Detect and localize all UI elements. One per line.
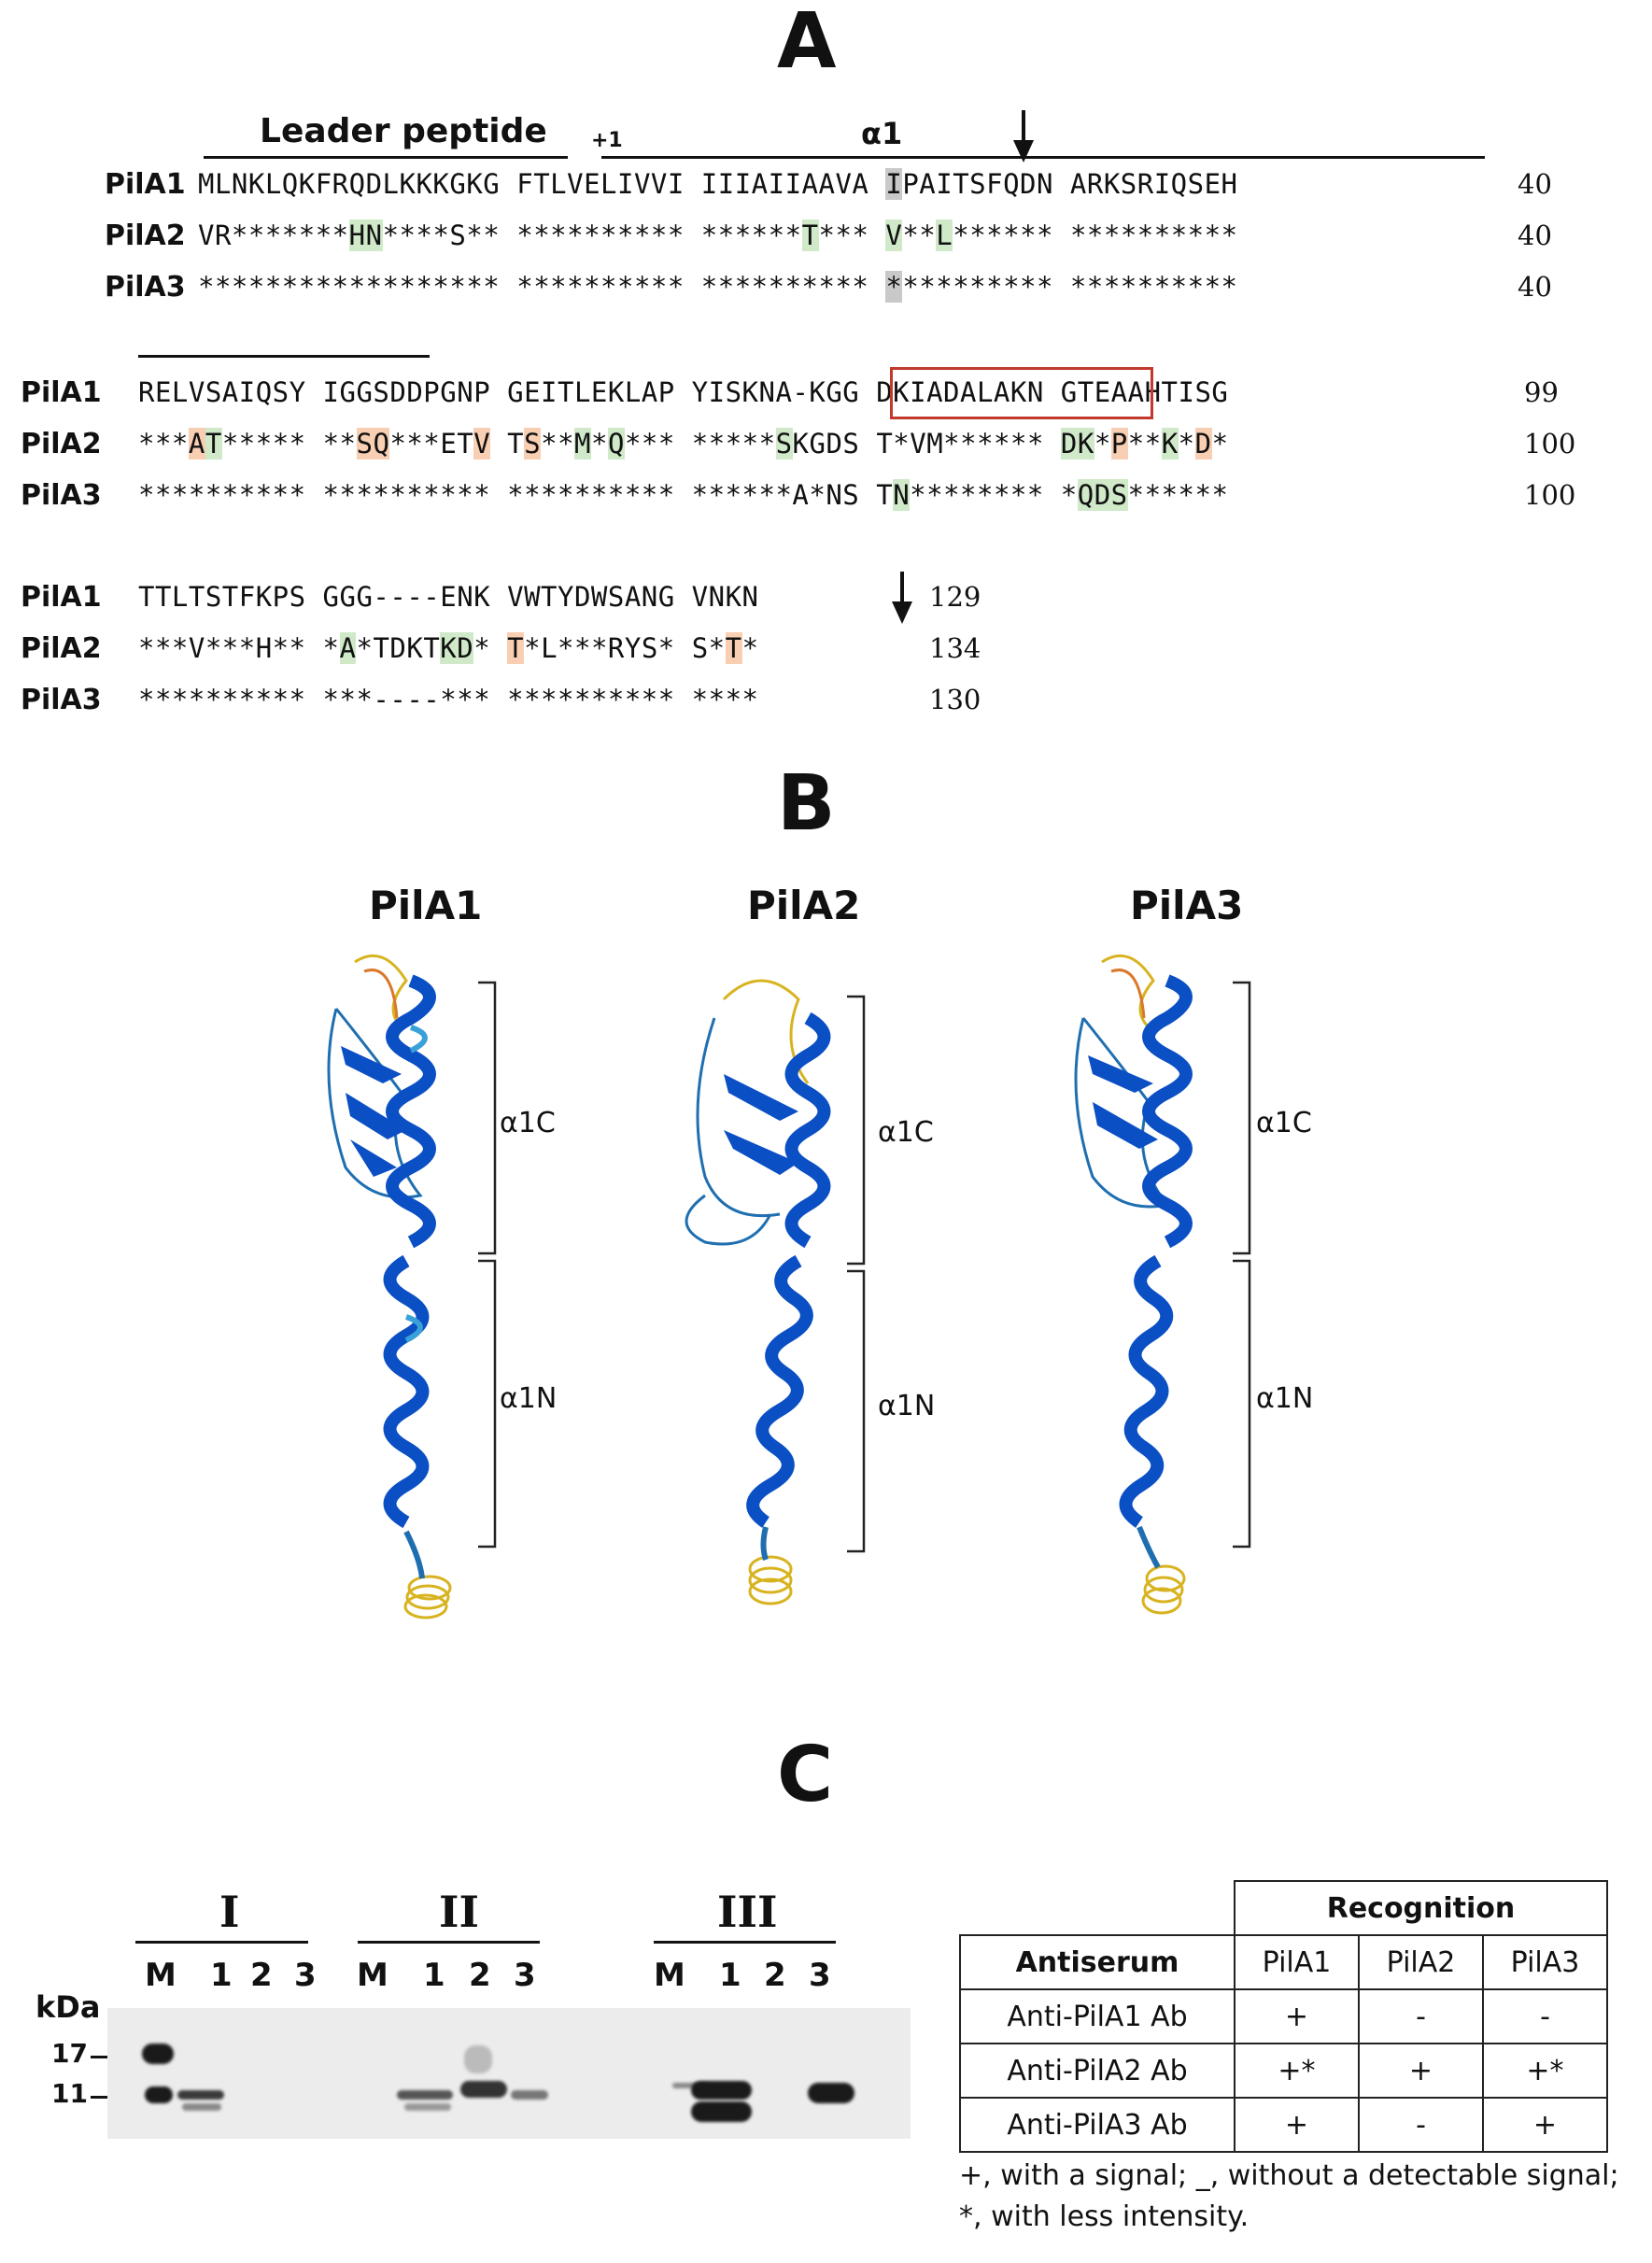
lane-label: 1	[719, 1957, 741, 1994]
alpha1c-label: α1C	[500, 1107, 556, 1139]
variable-loop-box	[890, 367, 1153, 419]
seq-label: PilA3	[21, 684, 102, 716]
alpha1n-label: α1N	[878, 1390, 936, 1422]
pila3-structure-image	[1074, 954, 1193, 1615]
seq-label: PilA1	[105, 168, 186, 201]
legend-line: +, with a signal; _, without a detectabl…	[959, 2159, 1619, 2192]
seq-label: PilA3	[105, 271, 186, 304]
lane-label: 3	[809, 1957, 831, 1994]
alpha1n-label: α1N	[500, 1382, 558, 1415]
seq-number: 40	[1518, 168, 1552, 200]
seq-number: 130	[929, 684, 981, 715]
antiserum-name: Anti-PilA2 Ab	[959, 2043, 1235, 2099]
sequence-row: VR*******HN****S** ********** ******T***…	[198, 219, 1238, 251]
seq-number: 100	[1524, 479, 1576, 511]
table-cell: -	[1358, 1988, 1484, 2044]
recognition-table: Recognition Antiserum PilA1 PilA2 PilA3 …	[959, 1880, 1608, 2153]
marker-label: 11	[51, 2078, 88, 2109]
table-row: Anti-PilA3 Ab + - +	[959, 2097, 1608, 2153]
panel-a-letter: A	[777, 0, 837, 86]
cleavage-arrow-icon	[892, 572, 912, 624]
western-blot-membrane	[107, 2008, 911, 2139]
leader-peptide-label: Leader peptide	[260, 112, 547, 150]
seq-label: PilA2	[21, 632, 102, 665]
group-rule	[654, 1941, 836, 1944]
seq-label: PilA1	[21, 376, 102, 409]
table-row: Anti-PilA2 Ab +* + +*	[959, 2043, 1608, 2099]
pila1-structure-image	[327, 954, 452, 1619]
lane-label: 3	[514, 1957, 536, 1994]
leader-peptide-rule	[204, 156, 568, 159]
lane-label: M	[654, 1957, 685, 1994]
group-rule	[358, 1941, 540, 1944]
antiserum-header: Antiserum	[959, 1934, 1235, 1990]
sequence-row: ********** ***----*** ********** ****	[138, 684, 759, 715]
antiserum-name: Anti-PilA3 Ab	[959, 2097, 1235, 2153]
alpha1-rule	[601, 156, 1485, 159]
blot-group-label: III	[717, 1887, 778, 1937]
pila2-structure-image	[685, 979, 831, 1605]
table-cell: +	[1482, 2097, 1608, 2153]
table-cell: +	[1234, 2097, 1360, 2153]
recognition-header: Recognition	[1234, 1880, 1608, 1936]
sequence-row: ********** ********** ********** ******A…	[138, 479, 1229, 511]
sequence-row: MLNKLQKFRQDLKKKGKG FTLVELIVVI IIIAIIAAVA…	[198, 168, 1238, 200]
seq-number: 99	[1524, 376, 1559, 408]
helix-continuation-rule	[138, 355, 430, 358]
sequence-row: TTLTSTFKPS GGG----ENK VWTYDWSANG VNKN	[138, 581, 759, 613]
seq-label: PilA3	[21, 479, 102, 512]
lane-label: 2	[250, 1957, 273, 1994]
cleavage-arrow-icon	[1013, 110, 1034, 163]
sequence-row: RELVSAIQSY IGGSDDPGNP GEITLEKLAP YISKNA-…	[138, 376, 1229, 408]
alpha1n-label: α1N	[1256, 1382, 1314, 1415]
col-header: PilA2	[1358, 1934, 1484, 1990]
panel-b-letter: B	[777, 759, 836, 848]
col-header: PilA3	[1482, 1934, 1608, 1990]
marker-label: 17	[51, 2038, 88, 2069]
panel-c-letter: C	[777, 1731, 834, 1819]
blot-group-label: II	[439, 1887, 480, 1937]
structure-title: PilA2	[747, 883, 861, 928]
lane-label: M	[145, 1957, 176, 1994]
alpha1-label: α1	[861, 116, 903, 151]
lane-label: 1	[210, 1957, 233, 1994]
kda-label: kDa	[35, 1989, 101, 2025]
structure-title: PilA1	[369, 883, 483, 928]
lane-label: 2	[469, 1957, 491, 1994]
region-bracket	[1233, 981, 1251, 1549]
region-bracket	[847, 995, 866, 1553]
table-cell: +*	[1482, 2043, 1608, 2099]
plus1-label: +1	[591, 129, 623, 152]
blot-group-label: I	[219, 1887, 240, 1937]
seq-label: PilA1	[21, 581, 102, 614]
seq-number: 40	[1518, 219, 1552, 251]
sequence-row: ****************** ********** **********…	[198, 271, 1238, 303]
seq-number: 134	[929, 632, 981, 664]
alpha1c-label: α1C	[1256, 1107, 1312, 1139]
seq-number: 100	[1524, 428, 1576, 460]
group-rule	[135, 1941, 308, 1944]
seq-label: PilA2	[105, 219, 186, 252]
seq-label: PilA2	[21, 428, 102, 460]
table-cell: -	[1482, 1988, 1608, 2044]
table-cell: +*	[1234, 2043, 1360, 2099]
table-row: Anti-PilA1 Ab + - -	[959, 1988, 1608, 2044]
table-cell: +	[1358, 2043, 1484, 2099]
table-cell: +	[1234, 1988, 1360, 2044]
lane-label: M	[357, 1957, 388, 1994]
antiserum-name: Anti-PilA1 Ab	[959, 1988, 1235, 2044]
lane-label: 3	[294, 1957, 317, 1994]
region-bracket	[478, 981, 497, 1549]
seq-number: 40	[1518, 271, 1552, 303]
lane-label: 1	[423, 1957, 445, 1994]
seq-number: 129	[929, 581, 981, 613]
sequence-row: ***V***H** *A*TDKTKD* T*L***RYS* S*T*	[138, 632, 759, 664]
col-header: PilA1	[1234, 1934, 1360, 1990]
lane-label: 2	[764, 1957, 786, 1994]
table-cell: -	[1358, 2097, 1484, 2153]
structure-title: PilA3	[1130, 883, 1244, 928]
sequence-row: ***AT***** **SQ***ETV TS**M*Q*** *****SK…	[138, 428, 1229, 460]
legend-line: *, with less intensity.	[959, 2200, 1250, 2233]
alpha1c-label: α1C	[878, 1116, 934, 1149]
